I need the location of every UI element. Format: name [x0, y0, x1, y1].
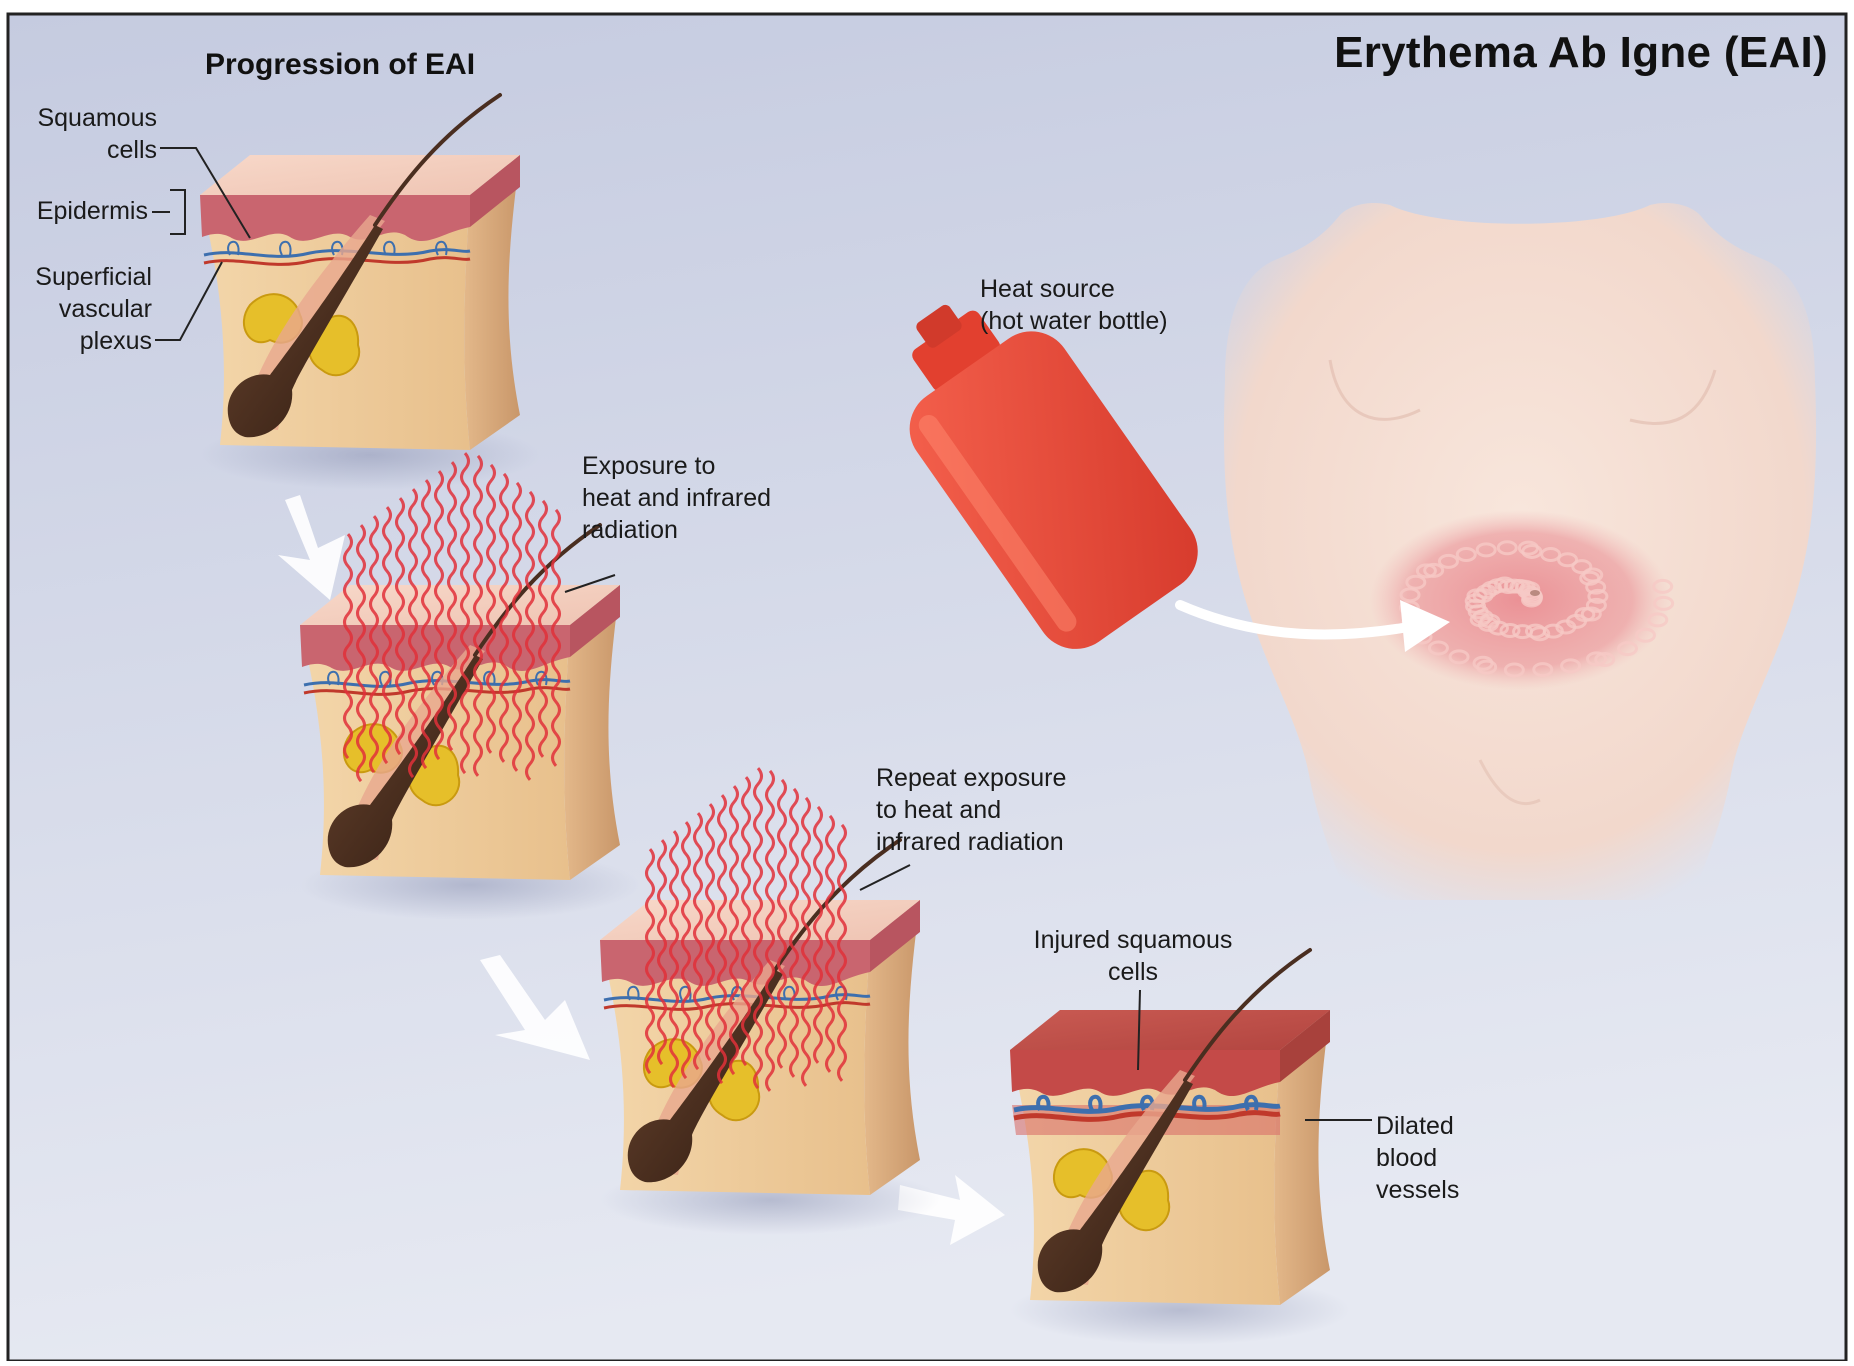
main-title: Erythema Ab Igne (EAI): [1334, 28, 1828, 78]
label-line: (hot water bottle): [980, 305, 1168, 337]
label-line: vascular: [20, 293, 152, 325]
label-line: radiation: [582, 514, 771, 546]
label-injured-squamous-cells: Injured squamous cells: [1023, 924, 1243, 988]
label-squamous-cells: Squamous cells: [20, 102, 157, 166]
label-line: cells: [1023, 956, 1243, 988]
label-line: cells: [20, 134, 157, 166]
label-repeat-exposure: Repeat exposure to heat and infrared rad…: [876, 762, 1066, 858]
progression-title: Progression of EAI: [205, 48, 475, 82]
label-epidermis: Epidermis: [20, 195, 148, 227]
label-line: blood: [1376, 1142, 1459, 1174]
navel: [1530, 590, 1540, 596]
label-heat-source: Heat source (hot water bottle): [980, 273, 1168, 337]
label-exposure: Exposure to heat and infrared radiation: [582, 450, 771, 546]
label-line: Epidermis: [20, 195, 148, 227]
label-line: Dilated: [1376, 1110, 1459, 1142]
label-line: Injured squamous: [1023, 924, 1243, 956]
label-line: Heat source: [980, 273, 1168, 305]
block-top: [1010, 1010, 1330, 1050]
label-line: Superficial: [20, 261, 152, 293]
label-line: Exposure to: [582, 450, 771, 482]
label-line: vessels: [1376, 1174, 1459, 1206]
label-dilated-blood-vessels: Dilated blood vessels: [1376, 1110, 1459, 1206]
label-line: Repeat exposure: [876, 762, 1066, 794]
label-line: heat and infrared: [582, 482, 771, 514]
label-line: infrared radiation: [876, 826, 1066, 858]
label-line: Squamous: [20, 102, 157, 134]
label-superficial-vascular-plexus: Superficial vascular plexus: [20, 261, 152, 357]
block-top: [200, 155, 520, 195]
label-line: plexus: [20, 325, 152, 357]
label-line: to heat and: [876, 794, 1066, 826]
